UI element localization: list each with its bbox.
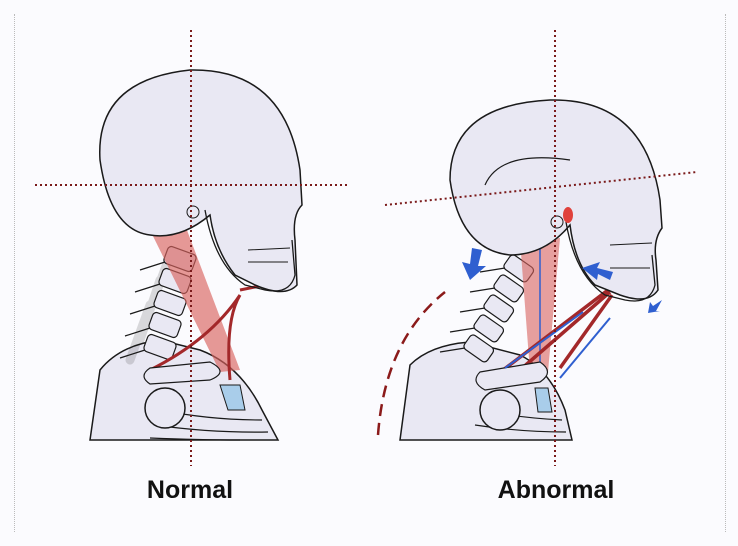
abnormal-mandible bbox=[565, 221, 656, 302]
abnormal-curve-guide bbox=[376, 291, 446, 436]
frame-border bbox=[14, 14, 726, 532]
abnormal-label: Abnormal bbox=[497, 476, 615, 504]
normal-shoulder-ribcage bbox=[89, 339, 280, 441]
normal-cartilage bbox=[219, 384, 246, 411]
normal-ear-canal bbox=[186, 205, 200, 219]
normal-figure bbox=[35, 30, 348, 466]
abnormal-skull bbox=[449, 99, 663, 300]
normal-scm-muscle bbox=[150, 225, 240, 372]
abnormal-clavicle bbox=[475, 361, 549, 391]
normal-clavicle bbox=[143, 361, 221, 385]
arrow-down-icon bbox=[462, 248, 486, 280]
abnormal-ear-canal bbox=[550, 215, 564, 229]
normal-mandible bbox=[204, 209, 296, 292]
abnormal-humerus-head bbox=[479, 389, 521, 431]
abnormal-teeth bbox=[609, 242, 653, 269]
abnormal-tilted-guide bbox=[384, 171, 698, 206]
arrow-left-icon bbox=[582, 262, 613, 280]
arrow-small-icon bbox=[648, 300, 662, 313]
abnormal-arrows bbox=[462, 248, 662, 313]
normal-humerus-head bbox=[144, 387, 186, 429]
normal-label: Normal bbox=[146, 476, 234, 504]
abnormal-cartilage bbox=[534, 387, 553, 413]
abnormal-figure bbox=[376, 30, 698, 466]
normal-teeth bbox=[247, 247, 291, 263]
abnormal-tmj-highlight bbox=[563, 207, 573, 223]
abnormal-spine bbox=[439, 254, 535, 363]
normal-skull bbox=[99, 69, 303, 293]
abnormal-arrow-lines bbox=[504, 311, 611, 379]
